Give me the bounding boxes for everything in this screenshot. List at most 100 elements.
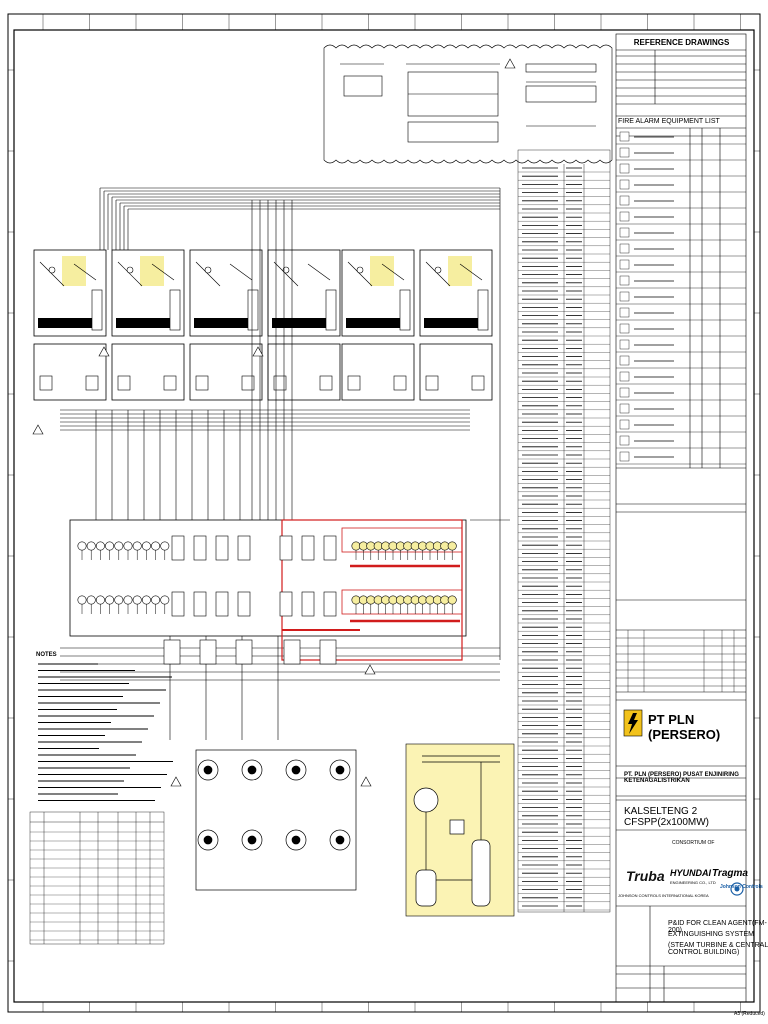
room-tag (116, 318, 170, 328)
pln-lightning-logo-icon (623, 709, 643, 737)
nozzle-icon (356, 266, 364, 274)
device-icon (39, 375, 53, 391)
room-lower-outline (419, 343, 493, 401)
contractor-hyundai-sub: ENGINEERING CO., LTD (670, 880, 716, 885)
agent-cylinder-icon (141, 595, 151, 605)
legend-symbol-icon (619, 243, 630, 254)
agent-cylinder-icon (95, 595, 105, 605)
room-tag (346, 318, 400, 328)
legend-symbol-icon (619, 195, 630, 206)
actuator-icon (319, 639, 337, 665)
room-lower-outline (33, 343, 107, 401)
revision-triangle-icon (504, 58, 516, 69)
device-icon (195, 375, 209, 391)
room-panel (325, 289, 337, 331)
room-pipe (229, 263, 253, 281)
actuator-icon (163, 639, 181, 665)
room-pipe (381, 263, 405, 281)
agent-cylinder-banks (77, 541, 457, 614)
legend-symbol-icon (619, 259, 630, 270)
legend-symbol-icon (619, 435, 630, 446)
selector-valve-icon (279, 591, 293, 617)
device-icon (425, 375, 439, 391)
nozzle-icon (126, 266, 134, 274)
legend-symbol-icon (619, 371, 630, 382)
protected-room (189, 249, 263, 401)
protected-room (267, 249, 341, 401)
lower-cylinder-head (247, 835, 257, 845)
contractor-tragma-logo: Tragma (712, 868, 748, 879)
agent-cylinder-icon (160, 595, 170, 605)
selector-valve-icon (171, 535, 185, 561)
room-pipe (195, 261, 221, 287)
notes-table (29, 811, 165, 945)
agent-cylinder-icon (105, 595, 115, 605)
device-icon (117, 375, 131, 391)
lower-cylinder-head (203, 835, 213, 845)
subcontractor-name: Johnson Controls (720, 884, 763, 890)
room-highlight (140, 256, 164, 286)
selector-valve-icon (215, 535, 229, 561)
revision-triangle-icon (32, 424, 44, 435)
client-name: PT PLN (PERSERO) (648, 712, 721, 742)
legend-symbol-icon (619, 131, 630, 142)
selector-valve-icon (237, 535, 251, 561)
room-pipe (347, 261, 373, 287)
room-tag (424, 318, 478, 328)
room-panel (91, 289, 103, 331)
revision-triangle-icon (360, 776, 372, 787)
room-tag (38, 318, 92, 328)
selector-valve-icon (193, 591, 207, 617)
consortium-label: CONSORTIUM OF (672, 840, 715, 846)
agent-cylinder-icon (123, 541, 133, 551)
lower-cylinder-head (291, 765, 301, 775)
agent-cylinder-icon (447, 541, 457, 551)
room-tag (272, 318, 326, 328)
legend-symbol-icon (619, 419, 630, 430)
cable-schedule-table (517, 149, 611, 913)
sheet-scale: A3 (Reduced) (734, 1011, 765, 1017)
device-icon (471, 375, 485, 391)
protected-room (341, 249, 415, 401)
legend-symbol-icon (619, 163, 630, 174)
pipe-and-cable-routing (60, 187, 510, 740)
device-icon (85, 375, 99, 391)
lower-cylinder-head (335, 765, 345, 775)
selector-valve-icon (171, 591, 185, 617)
drawing-title-line-1: P&ID FOR CLEAN AGENT(FM-200) (668, 920, 767, 934)
agent-cylinder-icon (86, 541, 96, 551)
actuator-icon (283, 639, 301, 665)
lower-cylinder-head (247, 765, 257, 775)
selector-valve-icon (323, 591, 337, 617)
room-pipe (459, 263, 483, 281)
agent-cylinder-icon (114, 541, 124, 551)
title-block-grid (615, 33, 747, 1003)
legend-symbol-icon (619, 323, 630, 334)
lower-cylinder-head (335, 835, 345, 845)
revision-triangle-icon (252, 346, 264, 357)
selector-valve-icon (301, 535, 315, 561)
room-pipe (273, 261, 299, 287)
agent-cylinder-icon (160, 541, 170, 551)
room-highlight (370, 256, 394, 286)
revision-markers (32, 58, 516, 787)
device-icon (347, 375, 361, 391)
room-pipe (151, 263, 175, 281)
legend-rows (616, 131, 746, 465)
device-icon (273, 375, 287, 391)
lower-cylinder-head (291, 835, 301, 845)
agent-cylinder-icon (151, 595, 161, 605)
room-panel (247, 289, 259, 331)
agent-cylinder-icon (77, 595, 87, 605)
actuator-icon (235, 639, 253, 665)
room-panel (399, 289, 411, 331)
selector-valve-icon (323, 535, 337, 561)
revision-rows (616, 630, 746, 692)
agent-cylinder-icon (132, 595, 142, 605)
room-lower-outline (111, 343, 185, 401)
cable-schedule-rows (518, 167, 610, 911)
legend-symbol-icon (619, 227, 630, 238)
legend-symbol-icon (619, 451, 630, 462)
reference-details (340, 63, 597, 143)
